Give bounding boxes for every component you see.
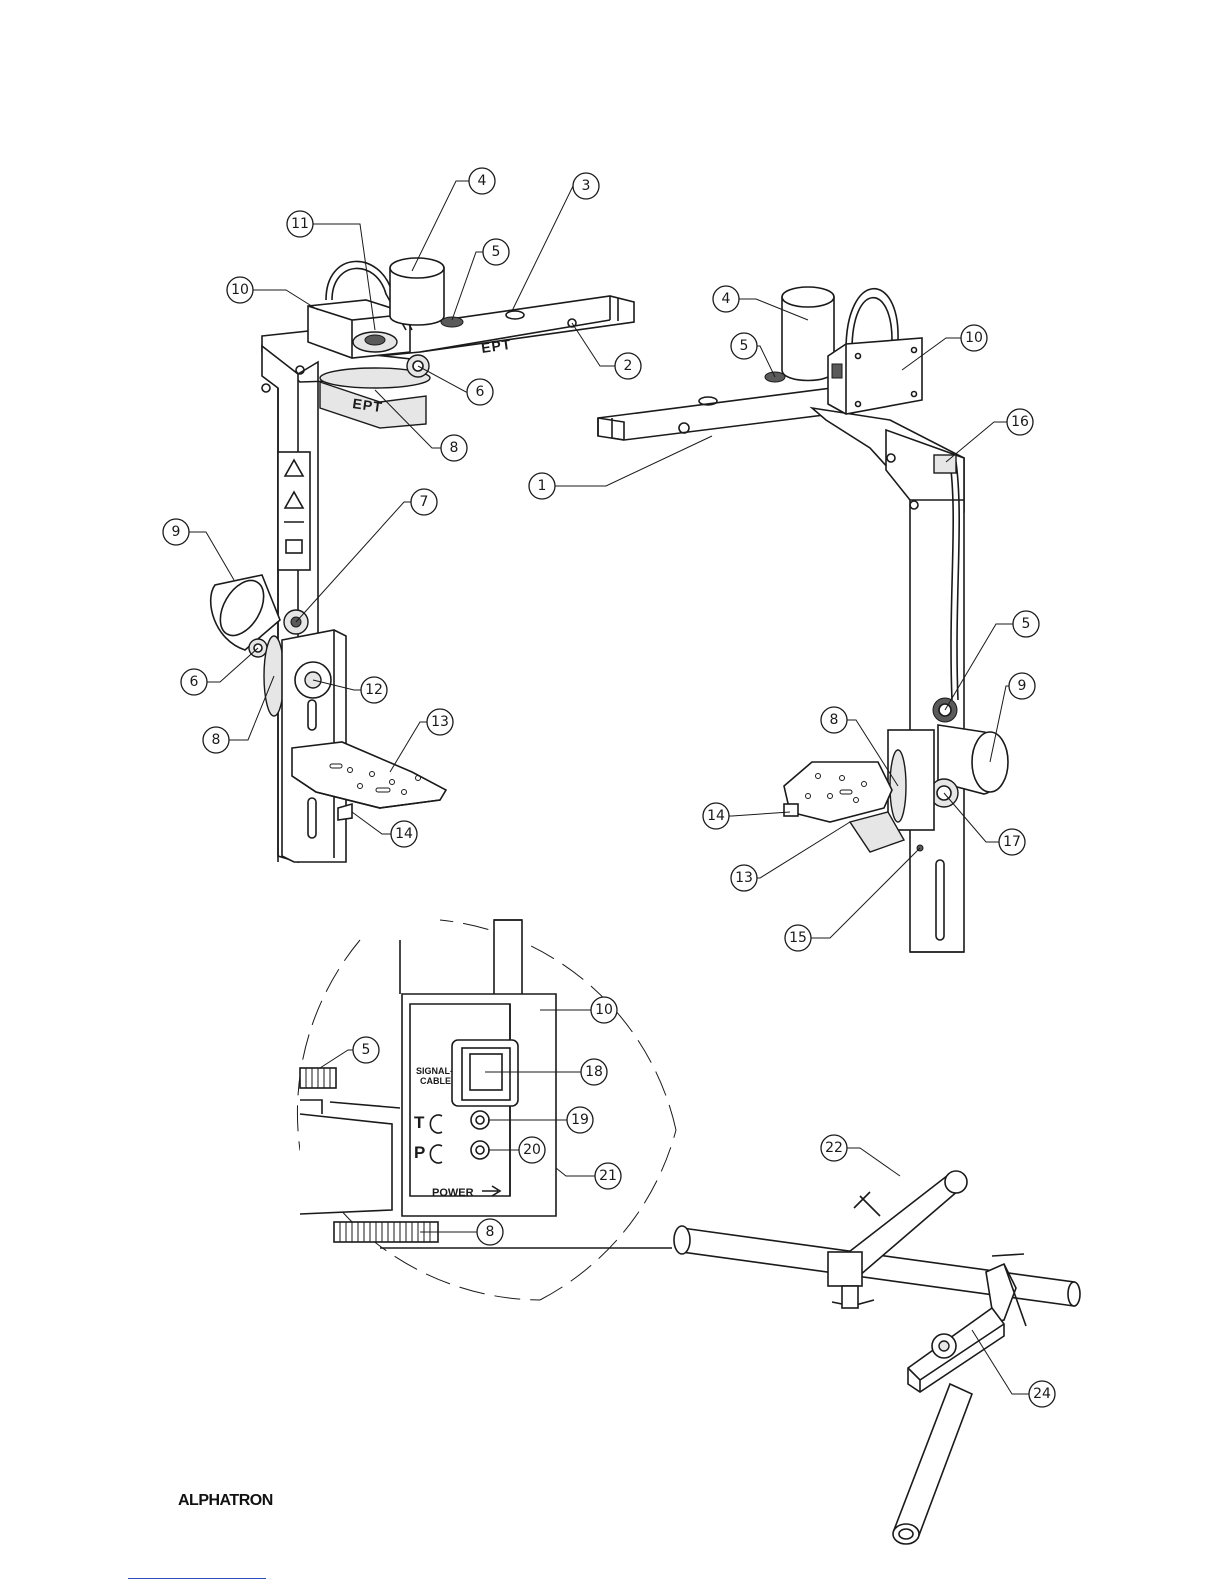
callout-8-left-bottom: 8 (203, 727, 229, 753)
callout-2-left: 2 (615, 353, 641, 379)
callout-8-detail: 8 (477, 1219, 503, 1245)
footer-rule (128, 1578, 266, 1579)
callout-6-left-top: 6 (467, 379, 493, 405)
svg-text:8: 8 (486, 1224, 495, 1240)
callout-22-controller: 22 (821, 1135, 847, 1161)
svg-text:12: 12 (365, 682, 383, 698)
callout-21-detail: 21 (595, 1163, 621, 1189)
callout-16-right: 16 (1007, 409, 1033, 435)
callout-14-left: 14 (391, 821, 417, 847)
callout-12-left: 12 (361, 677, 387, 703)
callout-18-detail: 18 (581, 1059, 607, 1085)
signal-cable-label-line2: CABLE (420, 1076, 451, 1086)
svg-text:8: 8 (450, 440, 459, 456)
power-label: POWER (432, 1187, 474, 1199)
callout-24-controller: 24 (1029, 1381, 1055, 1407)
signal-cable-label-line1: SIGNAL- (416, 1066, 453, 1076)
svg-text:14: 14 (707, 808, 725, 824)
callout-10-detail: 10 (591, 997, 617, 1023)
callout-9-right: 9 (1009, 673, 1035, 699)
callout-8-right: 8 (821, 707, 847, 733)
svg-text:17: 17 (1003, 834, 1021, 850)
callout-4-left: 4 (469, 168, 495, 194)
svg-text:21: 21 (599, 1168, 617, 1184)
tilt-label: T (414, 1113, 425, 1132)
svg-text:14: 14 (395, 826, 413, 842)
callout-10-right: 10 (961, 325, 987, 351)
callout-19-detail: 19 (567, 1107, 593, 1133)
svg-text:24: 24 (1033, 1386, 1051, 1402)
callout-1-right: 1 (529, 473, 555, 499)
callout-5-right-top: 5 (731, 333, 757, 359)
svg-text:18: 18 (585, 1064, 603, 1080)
svg-text:11: 11 (291, 216, 309, 232)
callout-13-right: 13 (731, 865, 757, 891)
callout-5-detail: 5 (353, 1037, 379, 1063)
svg-text:16: 16 (1011, 414, 1029, 430)
svg-text:13: 13 (735, 870, 753, 886)
svg-text:6: 6 (476, 384, 485, 400)
callout-11-left: 11 (287, 211, 313, 237)
callout-14-right: 14 (703, 803, 729, 829)
callout-9-left: 9 (163, 519, 189, 545)
svg-text:3: 3 (582, 178, 591, 194)
svg-text:8: 8 (830, 712, 839, 728)
svg-text:8: 8 (212, 732, 221, 748)
svg-text:4: 4 (478, 173, 487, 189)
callout-8-left-top: 8 (441, 435, 467, 461)
callout-10-left: 10 (227, 277, 253, 303)
svg-text:4: 4 (722, 291, 731, 307)
svg-text:13: 13 (431, 714, 449, 730)
callout-5-right-bottom: 5 (1013, 611, 1039, 637)
svg-text:5: 5 (492, 244, 501, 260)
callout-20-detail: 20 (519, 1137, 545, 1163)
callout-13-left: 13 (427, 709, 453, 735)
svg-text:9: 9 (1018, 678, 1027, 694)
svg-text:22: 22 (825, 1140, 843, 1156)
alphatron-logo: ALPHATRON (178, 1492, 273, 1510)
svg-text:7: 7 (420, 494, 429, 510)
right-bracket-assembly (598, 287, 1008, 952)
callout-5-left: 5 (483, 239, 509, 265)
svg-text:1: 1 (538, 478, 547, 494)
callout-17-right: 17 (999, 829, 1025, 855)
svg-text:2: 2 (624, 358, 633, 374)
svg-text:10: 10 (231, 282, 249, 298)
svg-text:15: 15 (789, 930, 807, 946)
callout-7-left: 7 (411, 489, 437, 515)
svg-text:10: 10 (965, 330, 983, 346)
callout-4-right: 4 (713, 286, 739, 312)
callout-3-left: 3 (573, 173, 599, 199)
callout-6-left-bottom: 6 (181, 669, 207, 695)
svg-text:9: 9 (172, 524, 181, 540)
callout-15-right: 15 (785, 925, 811, 951)
svg-text:6: 6 (190, 674, 199, 690)
svg-text:19: 19 (571, 1112, 589, 1128)
svg-text:5: 5 (362, 1042, 371, 1058)
pan-label: P (414, 1143, 425, 1162)
svg-text:5: 5 (740, 338, 749, 354)
svg-text:5: 5 (1022, 616, 1031, 632)
svg-text:10: 10 (595, 1002, 613, 1018)
controller-clamp-assembly (674, 1171, 1080, 1544)
ept-label-left-arm: EPT (480, 336, 512, 356)
left-bracket-assembly: EPT EPT (211, 258, 634, 862)
svg-text:20: 20 (523, 1142, 541, 1158)
